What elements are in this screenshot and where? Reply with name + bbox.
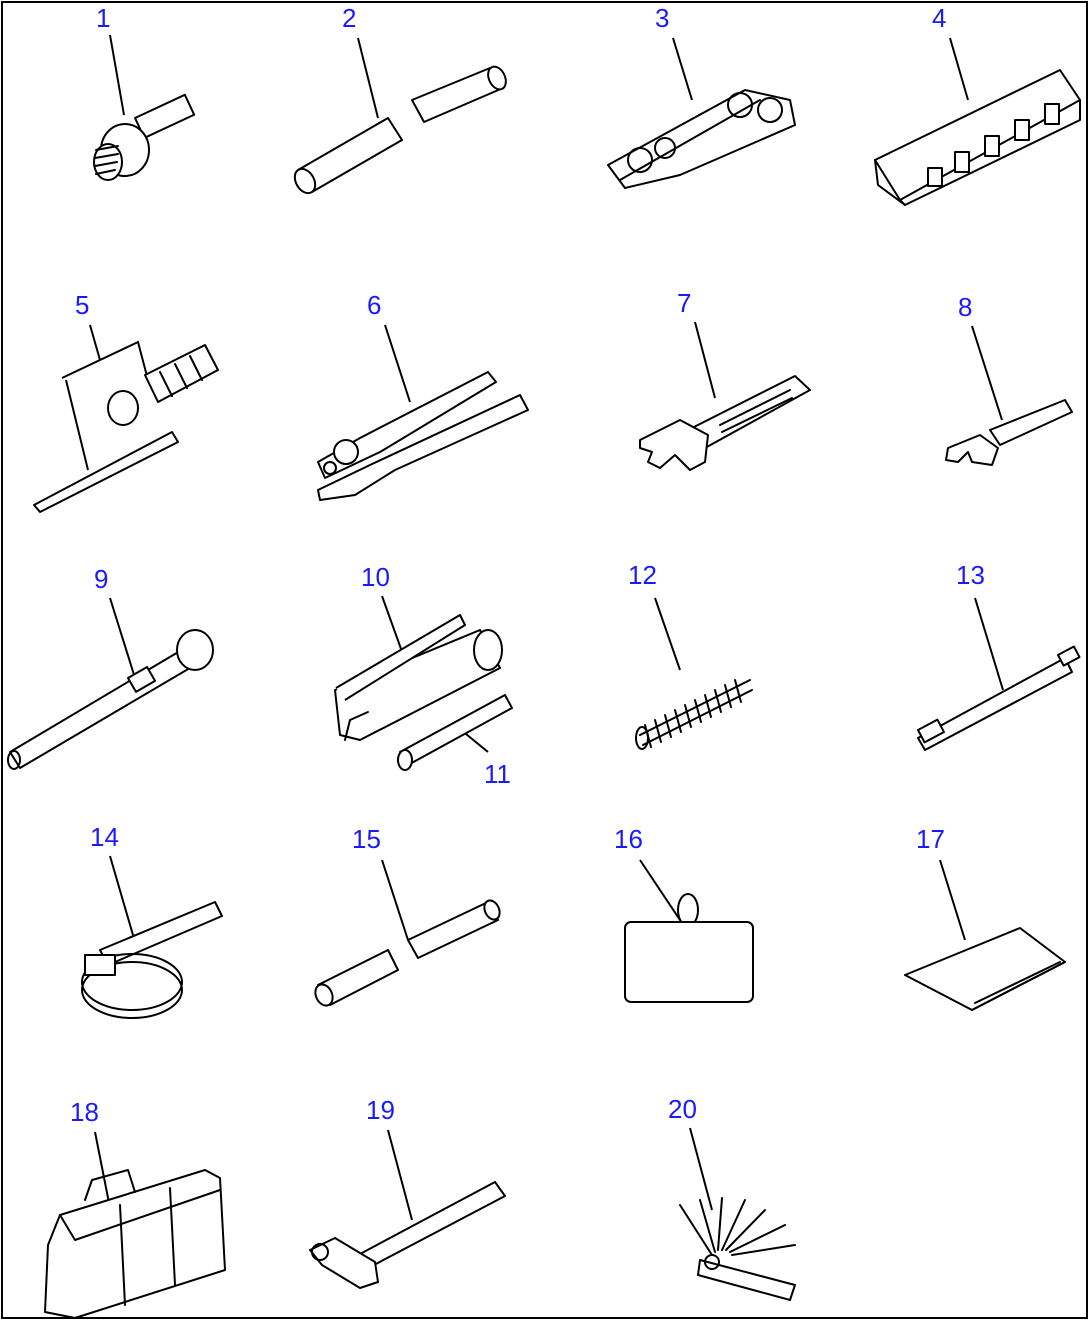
tool-6-pliers: 6 — [317, 290, 529, 501]
tool-13-extension-bar: 13 — [917, 560, 1081, 751]
label-16: 16 — [614, 824, 643, 854]
label-13: 13 — [956, 560, 985, 590]
label-6: 6 — [367, 290, 381, 320]
tool-19-hammer: 19 — [309, 1095, 506, 1289]
label-4: 4 — [932, 3, 946, 33]
label-1: 1 — [96, 3, 110, 33]
label-10: 10 — [361, 562, 390, 592]
label-17: 17 — [916, 824, 945, 854]
label-2: 2 — [342, 3, 356, 33]
tool-9-socket-wrench: 9 — [7, 564, 214, 770]
tool-3-wrench-set: 3 — [607, 3, 796, 189]
tool-1-adapter-plug: 1 — [93, 3, 196, 181]
label-8: 8 — [958, 292, 972, 322]
label-19: 19 — [366, 1095, 395, 1125]
tool-7-adjustable-wrench: 7 — [639, 288, 811, 471]
label-20: 20 — [668, 1094, 697, 1124]
tool-2-pipe-extension: 2 — [293, 3, 507, 195]
tool-8-open-end-wrench: 8 — [945, 292, 1073, 466]
tool-15-pipe: 15 — [314, 824, 501, 1007]
tool-18-tool-bag: 18 — [44, 1097, 226, 1319]
tool-20-feeler-gauge: 20 — [668, 1094, 796, 1301]
label-15: 15 — [352, 824, 381, 854]
tool-14-filter-wrench: 14 — [81, 822, 223, 1019]
tool-10-grease-gun: 10 — [334, 562, 503, 741]
label-5: 5 — [75, 290, 89, 320]
tool-4-socket-set-case: 4 — [874, 3, 1081, 206]
label-14: 14 — [90, 822, 119, 852]
tool-12-spring: 12 — [628, 560, 753, 750]
label-9: 9 — [94, 564, 108, 594]
label-12: 12 — [628, 560, 657, 590]
tool-17-manual-sheet: 17 — [904, 824, 1066, 1011]
tool-11-grease-nozzle: 11 — [397, 694, 513, 789]
label-3: 3 — [655, 3, 669, 33]
tool-16-tag-plate: 16 — [614, 824, 754, 1003]
tool-5-screwdriver-set: 5 — [33, 290, 219, 513]
label-18: 18 — [70, 1097, 99, 1127]
label-7: 7 — [677, 288, 691, 318]
label-11: 11 — [484, 759, 511, 789]
